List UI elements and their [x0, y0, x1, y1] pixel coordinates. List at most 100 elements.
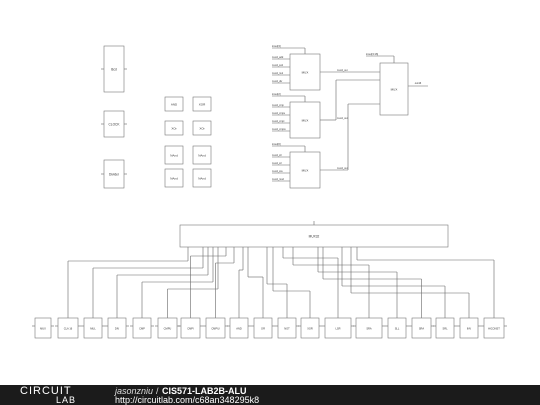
- bottom-block-b4-label: CMP: [139, 327, 145, 331]
- gate-7-outline: [164, 168, 184, 188]
- gate-8-outline: [192, 168, 212, 188]
- final-mux-out-label: out16: [415, 81, 422, 85]
- mux-2[interactable]: MUX: [289, 151, 321, 189]
- project-title[interactable]: CIS571-LAB2B-ALU: [162, 386, 247, 396]
- bottom-block-b4[interactable]: CMP: [132, 317, 152, 339]
- bottom-block-b1-label: CLA 16: [64, 327, 73, 331]
- top-block-1[interactable]: Bcd: [103, 45, 125, 93]
- bottom-block-b15-label: SRA: [419, 327, 425, 331]
- bottom-block-b12-label: LSR: [335, 327, 340, 331]
- bottom-block-b18[interactable]: HICONST: [483, 317, 505, 339]
- bottom-block-b0-outline: [34, 317, 52, 339]
- bottom-block-b17[interactable]: INV: [459, 317, 479, 339]
- bottom-block-b17-label: INV: [467, 327, 472, 331]
- bottom-block-b2-label: MUL: [90, 327, 96, 331]
- gate-7[interactable]: NAnd: [164, 168, 184, 188]
- mux-0-pin-1: mux4_sub: [272, 64, 284, 67]
- bottom-block-b13[interactable]: SRA: [355, 317, 383, 339]
- bottom-block-b8-label: AND: [236, 327, 242, 331]
- author-name[interactable]: jasonzniu: [115, 386, 154, 396]
- gate-4-label: XOr: [199, 127, 204, 131]
- bottom-block-b5[interactable]: CMPU: [157, 317, 178, 339]
- bottom-block-b10[interactable]: NOT: [277, 317, 297, 339]
- circuitlab-logo[interactable]: CIRCUIT LAB: [20, 385, 92, 405]
- gate-2-label: XOR: [199, 103, 206, 107]
- gate-6-label: NAnd: [198, 154, 206, 158]
- bottom-block-b6[interactable]: CMPI: [180, 317, 201, 339]
- gate-1-label: AND: [171, 103, 178, 107]
- gate-5[interactable]: NAnd: [164, 145, 184, 165]
- top-block-3-outline: [103, 159, 125, 189]
- mux-2-select-label: inout[0]: [272, 142, 281, 146]
- mux-1[interactable]: MUX: [289, 101, 321, 139]
- mux-0-label: MUX: [302, 71, 309, 75]
- bottom-block-b14[interactable]: SLL: [387, 317, 407, 339]
- gate-1[interactable]: AND: [164, 96, 184, 112]
- mux-2-pin-3: mux4_mod: [272, 178, 284, 181]
- wires: [32, 47, 507, 327]
- bottom-block-b10-label: NOT: [284, 327, 290, 331]
- big-mux-outline: [179, 224, 449, 248]
- bottom-block-b6-outline: [180, 317, 201, 339]
- mux-0-pin-3: mux4_div: [272, 80, 283, 83]
- bottom-block-b15-outline: [411, 317, 432, 339]
- mux-1-pin-3: mux4_cmpiu: [272, 128, 286, 131]
- mux-2-out-label: mux4_out: [337, 167, 348, 170]
- gate-8-label: NAnd: [198, 177, 206, 181]
- bottom-block-b11-label: XOR: [307, 327, 313, 331]
- final-mux-select-label: inout[3:16]: [366, 52, 378, 56]
- mux-1-pin-2: mux4_cmpi: [272, 120, 285, 123]
- mux-2-pin-2: mux4_sra: [272, 170, 283, 173]
- gate-8[interactable]: NAnd: [192, 168, 212, 188]
- final-mux-label: MUX: [391, 88, 398, 92]
- project-url[interactable]: http://circuitlab.com/c68an348295k8: [115, 395, 260, 405]
- bottom-block-b3-label: DIV: [115, 327, 120, 331]
- final-mux[interactable]: MUX: [379, 62, 409, 116]
- mux-1-out-label: mux4_out: [337, 117, 348, 120]
- bottom-block-b2-outline: [83, 317, 103, 339]
- gate-4[interactable]: XOr: [192, 120, 212, 136]
- bottom-block-b8[interactable]: AND: [229, 317, 249, 339]
- top-block-2[interactable]: CLOCK: [103, 110, 125, 138]
- bottom-block-b9[interactable]: OR: [253, 317, 273, 339]
- top-block-1-outline: [103, 45, 125, 93]
- bottom-block-b1-outline: [57, 317, 79, 339]
- top-block-2-label: CLOCK: [109, 123, 121, 127]
- mux-2-label: MUX: [302, 169, 309, 173]
- logo-text-bottom: LAB: [56, 395, 77, 405]
- footer-bar: CIRCUIT LAB jasonzniu / CIS571-LAB2B-ALU…: [0, 385, 540, 405]
- bottom-block-b1[interactable]: CLA 16: [57, 317, 79, 339]
- bottom-block-b11[interactable]: XOR: [300, 317, 320, 339]
- mux-1-select-label: inout[2]: [272, 92, 281, 96]
- gate-5-outline: [164, 145, 184, 165]
- mux-0[interactable]: MUX: [289, 53, 321, 91]
- bottom-block-b12[interactable]: LSR: [324, 317, 352, 339]
- bottom-block-b16[interactable]: SRL: [435, 317, 455, 339]
- bottom-block-b7-outline: [205, 317, 226, 339]
- gate-7-label: NAnd: [170, 177, 178, 181]
- bottom-block-b7[interactable]: CMPIU: [205, 317, 226, 339]
- gate-3[interactable]: XOr: [164, 120, 184, 136]
- gate-1-outline: [164, 96, 184, 112]
- gate-6-outline: [192, 145, 212, 165]
- bottom-block-b0-label: MUX: [40, 327, 46, 331]
- mux-1-pin-1: mux4_cmpu: [272, 112, 286, 115]
- bottom-block-b15[interactable]: SRA: [411, 317, 432, 339]
- title-separator: /: [156, 386, 159, 396]
- bottom-block-b8-outline: [229, 317, 249, 339]
- gate-3-outline: [164, 120, 184, 136]
- bottom-block-b13-label: SRA: [366, 327, 372, 331]
- bottom-block-b2[interactable]: MUL: [83, 317, 103, 339]
- gate-2[interactable]: XOR: [192, 96, 212, 112]
- bottom-block-b10-outline: [277, 317, 297, 339]
- bottom-block-b3[interactable]: DIV: [107, 317, 127, 339]
- big-mux[interactable]: MUX32: [179, 224, 449, 248]
- bottom-block-b4-outline: [132, 317, 152, 339]
- gate-6[interactable]: NAnd: [192, 145, 212, 165]
- bottom-block-b0[interactable]: MUX: [34, 317, 52, 339]
- bottom-block-b14-outline: [387, 317, 407, 339]
- bottom-block-b9-label: OR: [261, 327, 265, 331]
- top-block-3[interactable]: Divider: [103, 159, 125, 189]
